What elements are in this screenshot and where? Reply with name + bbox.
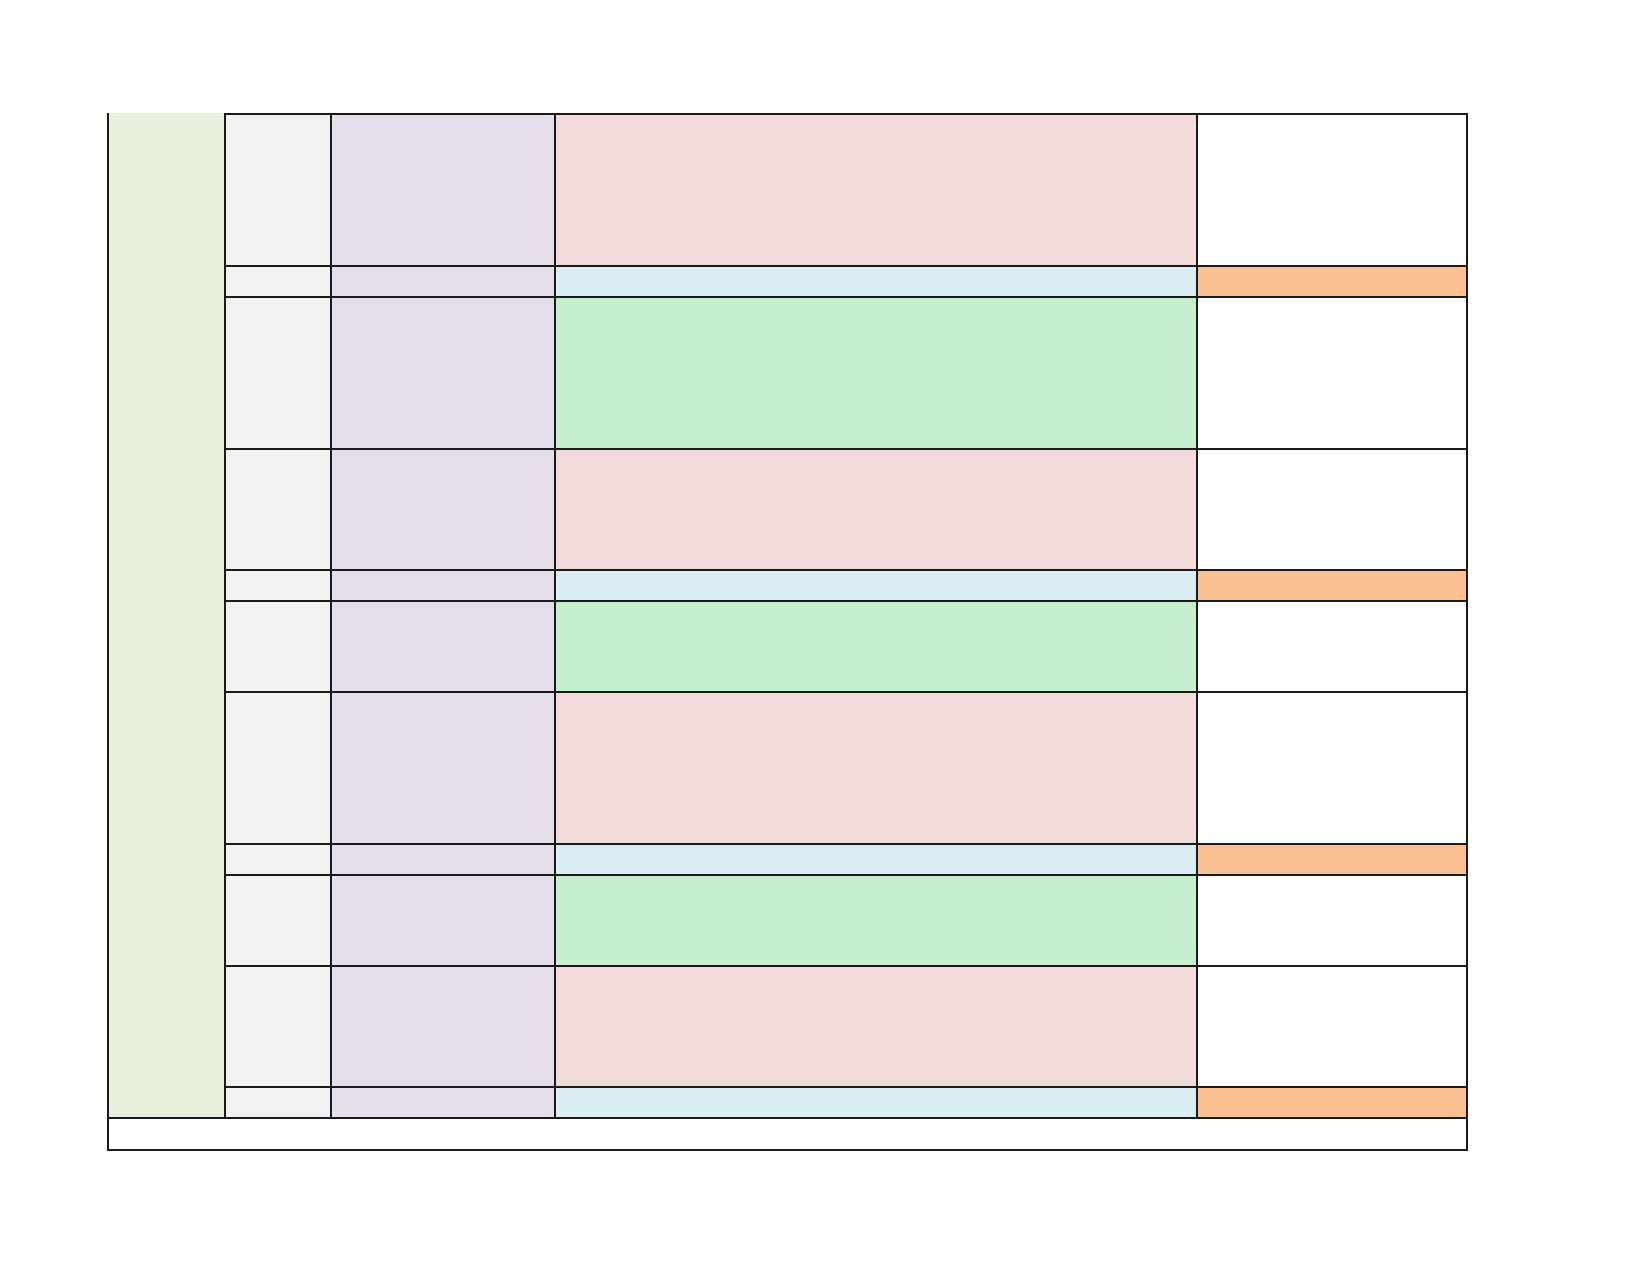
row-11-last-cell[interactable] bbox=[1196, 1086, 1466, 1117]
row-10-label-cell[interactable] bbox=[330, 965, 554, 1086]
row-4-narrow-cell[interactable] bbox=[224, 448, 330, 569]
row-6-main-cell[interactable] bbox=[554, 600, 1196, 691]
row-8-narrow-cell[interactable] bbox=[224, 843, 330, 874]
side-band-cell[interactable] bbox=[107, 113, 224, 1117]
row-11-main-cell[interactable] bbox=[554, 1086, 1196, 1117]
row-2-last-cell[interactable] bbox=[1196, 265, 1466, 296]
row-10-main-cell[interactable] bbox=[554, 965, 1196, 1086]
row-5-main-cell[interactable] bbox=[554, 569, 1196, 600]
grid-line-horizontal bbox=[224, 296, 1468, 298]
row-2-label-cell[interactable] bbox=[330, 265, 554, 296]
row-4-last-cell[interactable] bbox=[1196, 448, 1466, 569]
row-1-main-cell[interactable] bbox=[554, 113, 1196, 265]
grid-line-bottom-edge bbox=[107, 1149, 1468, 1151]
grid-line-horizontal bbox=[224, 965, 1468, 967]
row-7-narrow-cell[interactable] bbox=[224, 691, 330, 843]
row-5-label-cell[interactable] bbox=[330, 569, 554, 600]
row-7-main-cell[interactable] bbox=[554, 691, 1196, 843]
grid-line-horizontal bbox=[224, 874, 1468, 876]
row-9-main-cell[interactable] bbox=[554, 874, 1196, 965]
row-10-last-cell[interactable] bbox=[1196, 965, 1466, 1086]
row-7-last-cell[interactable] bbox=[1196, 691, 1466, 843]
row-6-last-cell[interactable] bbox=[1196, 600, 1466, 691]
grid-line-horizontal bbox=[224, 113, 1468, 115]
row-11-label-cell[interactable] bbox=[330, 1086, 554, 1117]
row-9-last-cell[interactable] bbox=[1196, 874, 1466, 965]
row-3-label-cell[interactable] bbox=[330, 296, 554, 448]
grid-line-horizontal bbox=[224, 569, 1468, 571]
row-1-narrow-cell[interactable] bbox=[224, 113, 330, 265]
grid-line-vertical bbox=[330, 113, 332, 1118]
row-4-main-cell[interactable] bbox=[554, 448, 1196, 569]
grid-line-vertical bbox=[1196, 113, 1198, 1118]
grid-line-horizontal bbox=[224, 843, 1468, 845]
row-6-narrow-cell[interactable] bbox=[224, 600, 330, 691]
row-5-narrow-cell[interactable] bbox=[224, 569, 330, 600]
row-1-last-cell[interactable] bbox=[1196, 113, 1466, 265]
row-7-label-cell[interactable] bbox=[330, 691, 554, 843]
footer-row-cell[interactable] bbox=[107, 1117, 1466, 1149]
grid-line-left-edge bbox=[107, 113, 109, 1150]
row-5-last-cell[interactable] bbox=[1196, 569, 1466, 600]
row-10-narrow-cell[interactable] bbox=[224, 965, 330, 1086]
row-8-last-cell[interactable] bbox=[1196, 843, 1466, 874]
row-3-narrow-cell[interactable] bbox=[224, 296, 330, 448]
row-6-label-cell[interactable] bbox=[330, 600, 554, 691]
row-11-narrow-cell[interactable] bbox=[224, 1086, 330, 1117]
grid-line-horizontal bbox=[224, 448, 1468, 450]
row-2-narrow-cell[interactable] bbox=[224, 265, 330, 296]
row-9-narrow-cell[interactable] bbox=[224, 874, 330, 965]
row-2-main-cell[interactable] bbox=[554, 265, 1196, 296]
grid-line-vertical bbox=[554, 113, 556, 1118]
grid-line-horizontal bbox=[224, 1086, 1468, 1088]
grid-line-horizontal bbox=[224, 265, 1468, 267]
grid-line-horizontal bbox=[107, 1117, 1468, 1119]
row-9-label-cell[interactable] bbox=[330, 874, 554, 965]
grid-line-horizontal bbox=[224, 600, 1468, 602]
row-8-label-cell[interactable] bbox=[330, 843, 554, 874]
row-3-last-cell[interactable] bbox=[1196, 296, 1466, 448]
row-1-label-cell[interactable] bbox=[330, 113, 554, 265]
grid-line-right-edge bbox=[1466, 113, 1468, 1150]
row-8-main-cell[interactable] bbox=[554, 843, 1196, 874]
grid-line-vertical bbox=[224, 113, 226, 1118]
row-3-main-cell[interactable] bbox=[554, 296, 1196, 448]
row-4-label-cell[interactable] bbox=[330, 448, 554, 569]
grid-line-horizontal bbox=[224, 691, 1468, 693]
